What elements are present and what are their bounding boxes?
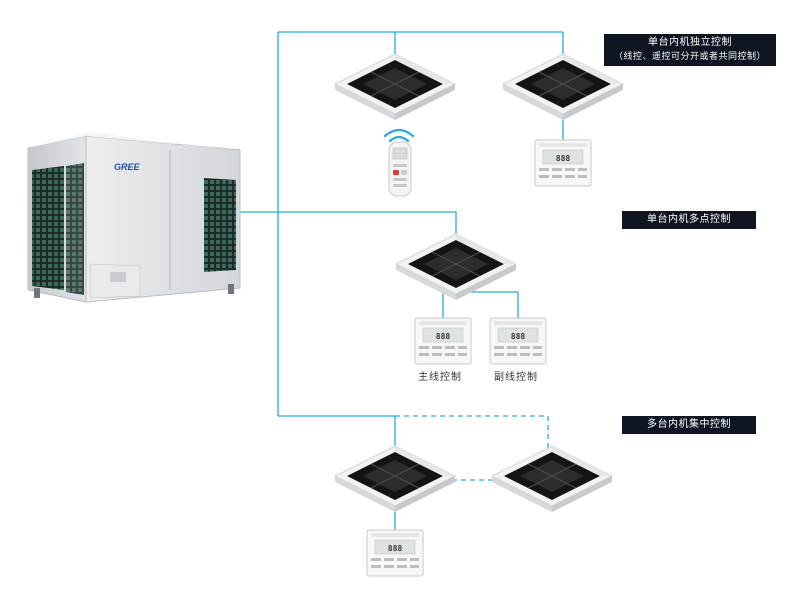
svg-text:GREE: GREE — [114, 162, 141, 172]
brand-logo: GREE — [114, 162, 141, 172]
wired-controller-icon: 888 — [489, 317, 547, 365]
wired-controller-icon: 888 — [414, 317, 472, 365]
label-title: 单台内机独立控制 — [648, 37, 732, 48]
svg-text:888: 888 — [388, 544, 403, 553]
wired-controller-icon: 888 — [366, 529, 424, 577]
label-title: 单台内机多点控制 — [647, 214, 731, 225]
svg-text:888: 888 — [436, 332, 451, 341]
svg-text:888: 888 — [511, 332, 526, 341]
outdoor-unit-icon: GREE — [27, 132, 241, 303]
wired-controller-icon: 888 — [534, 139, 592, 187]
label-centralized-control: 多台内机集中控制 — [622, 416, 756, 434]
remote-control-icon — [388, 141, 412, 197]
label-independent-control: 单台内机独立控制 （线控、遥控可分开或者共同控制） — [604, 34, 776, 66]
cassette-unit-icon — [395, 233, 517, 301]
caption-secondary-controller: 副线控制 — [494, 372, 538, 383]
label-multipoint-control: 单台内机多点控制 — [622, 211, 756, 229]
cassette-unit-icon — [491, 445, 613, 513]
label-title: 多台内机集中控制 — [647, 419, 731, 430]
cassette-unit-icon — [334, 445, 456, 513]
connection-lines — [240, 31, 564, 530]
cassette-unit-icon — [334, 53, 456, 121]
svg-text:888: 888 — [556, 154, 571, 163]
caption-main-controller: 主线控制 — [418, 372, 462, 383]
label-subtitle: （线控、遥控可分开或者共同控制） — [613, 52, 766, 62]
